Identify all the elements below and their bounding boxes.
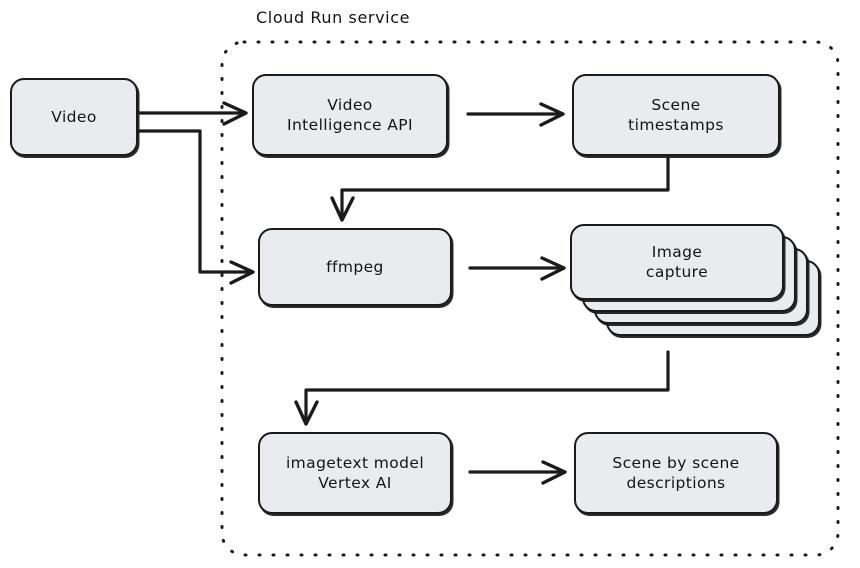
edge-video-to-ffmpeg bbox=[137, 129, 255, 285]
node-scene-timestamps-label: Scene timestamps bbox=[628, 95, 724, 134]
edge-ffmpeg-to-image-capture bbox=[468, 256, 566, 281]
node-ffmpeg-label: ffmpeg bbox=[326, 257, 384, 276]
edge-image-capture-to-imagetext bbox=[294, 350, 670, 426]
edge-video-to-vi-api bbox=[137, 101, 248, 126]
node-video-intelligence-api-label: Video Intelligence API bbox=[286, 95, 414, 134]
node-video-intelligence-api[interactable]: Video Intelligence API bbox=[252, 74, 448, 156]
cloud-run-boundary-rect bbox=[220, 40, 840, 557]
node-video-label: Video bbox=[51, 107, 97, 126]
edge-timestamps-to-ffmpeg bbox=[330, 155, 670, 222]
edge-imagetext-to-descriptions bbox=[468, 460, 567, 485]
node-scene-by-scene-descriptions-label: Scene by scene descriptions bbox=[612, 453, 740, 492]
node-video[interactable]: Video bbox=[10, 78, 138, 156]
node-image-capture[interactable]: Image capture bbox=[570, 224, 820, 352]
cloud-run-service-title: Cloud Run service bbox=[256, 8, 411, 27]
image-capture-card-1[interactable]: Image capture bbox=[570, 224, 784, 300]
node-imagetext-model-vertex-ai-label: imagetext model Vertex AI bbox=[285, 453, 425, 492]
node-image-capture-label: Image capture bbox=[645, 242, 709, 281]
node-scene-timestamps[interactable]: Scene timestamps bbox=[572, 74, 780, 156]
edge-vi-api-to-timestamps bbox=[466, 102, 565, 127]
node-imagetext-model-vertex-ai[interactable]: imagetext model Vertex AI bbox=[258, 432, 452, 514]
node-scene-by-scene-descriptions[interactable]: Scene by scene descriptions bbox=[574, 432, 778, 514]
node-ffmpeg[interactable]: ffmpeg bbox=[258, 228, 452, 306]
